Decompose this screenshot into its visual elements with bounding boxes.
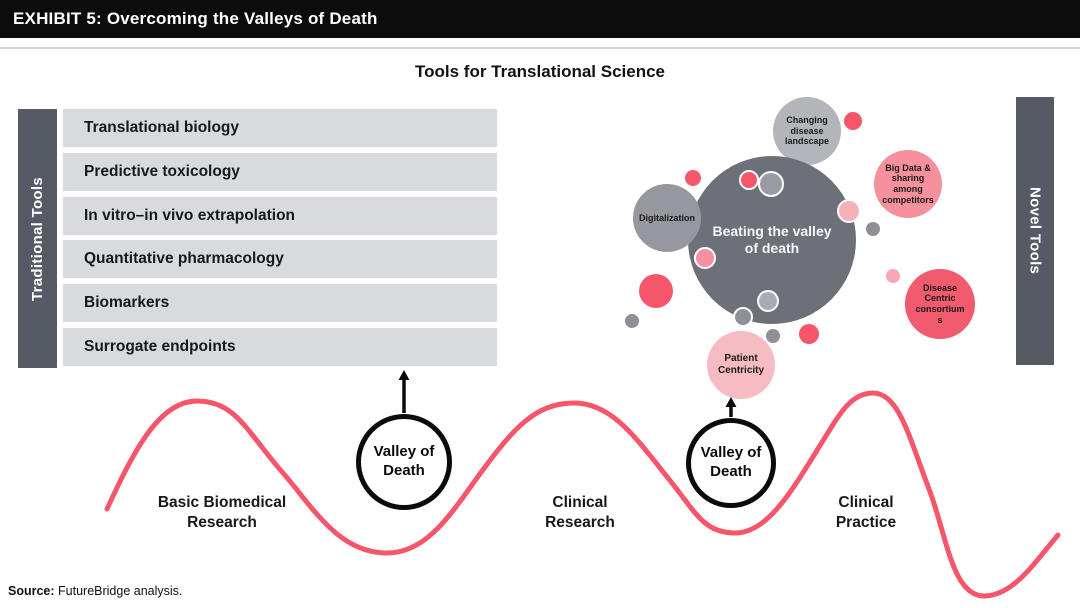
patient-centricity-bubble: Patient Centricity [707,331,775,399]
valley-of-death-marker: Valley of Death [686,418,776,508]
decorative-bubble [837,199,861,223]
big-data-sharing-among-competitors-label: Big Data & sharing among competitors [882,162,934,205]
disease-centric-consortiums-bubble: Disease Centric consortiums [905,269,975,339]
decorative-bubble [758,171,784,197]
source-label: Source: [8,584,55,598]
stage-label-clinical-research: Clinical Research [545,494,615,532]
decorative-bubble [766,329,780,343]
patient-centricity-label: Patient Centricity [717,353,765,376]
tool-box-surrogate-endpoints: Surrogate endpoints [63,328,497,366]
stage-label-basic-biomedical-research: Basic Biomedical Research [157,494,287,532]
decorative-bubble [844,112,862,130]
novel-tools-bar: Novel Tools [1016,97,1054,365]
decorative-bubble [733,307,753,327]
changing-disease-landscape-label: Changing disease landscape [784,115,830,147]
tool-box-biomarkers: Biomarkers [63,284,497,323]
source-text: FutureBridge analysis. [54,584,183,598]
source-note: Source: FutureBridge analysis. [8,584,182,598]
exhibit-title: EXHIBIT 5: Overcoming the Valleys of Dea… [13,9,378,28]
tool-box-predictive-toxicology: Predictive toxicology [63,152,497,191]
traditional-tools-bar: Traditional Tools [18,109,57,368]
header-bar: EXHIBIT 5: Overcoming the Valleys of Dea… [0,0,1080,38]
header-rule [0,47,1080,49]
decorative-bubble [639,274,673,308]
decorative-bubble [757,290,779,312]
tool-box-translational-biology: Translational biology [63,109,497,147]
stage-label-clinical-practice: Clinical Practice [835,494,897,532]
decorative-bubble [625,314,639,328]
diagram-subtitle: Tools for Translational Science [414,62,666,81]
disease-centric-consortiums-label: Disease Centric consortiums [915,282,965,325]
tool-box-in-vitro-in-vivo-extrapolation: In vitro–in vivo extrapolation [63,196,497,235]
decorative-bubble [694,247,716,269]
decorative-bubble [866,222,880,236]
beating-the-valley-of-death-label: Beating the valley of death [712,223,832,256]
decorative-bubble [739,170,759,190]
tool-box-quantitative-pharmacology: Quantitative pharmacology [63,240,497,279]
decorative-bubble [799,324,819,344]
novel-tools-label: Novel Tools [1026,187,1044,275]
digitalization-label: Digitalization [639,212,695,223]
digitalization-bubble: Digitalization [633,184,701,252]
valley-of-death-marker: Valley of Death [356,414,452,510]
decorative-bubble [683,168,703,188]
changing-disease-landscape-bubble: Changing disease landscape [773,97,841,165]
big-data-sharing-among-competitors-bubble: Big Data & sharing among competitors [874,150,942,218]
decorative-bubble [886,269,900,283]
